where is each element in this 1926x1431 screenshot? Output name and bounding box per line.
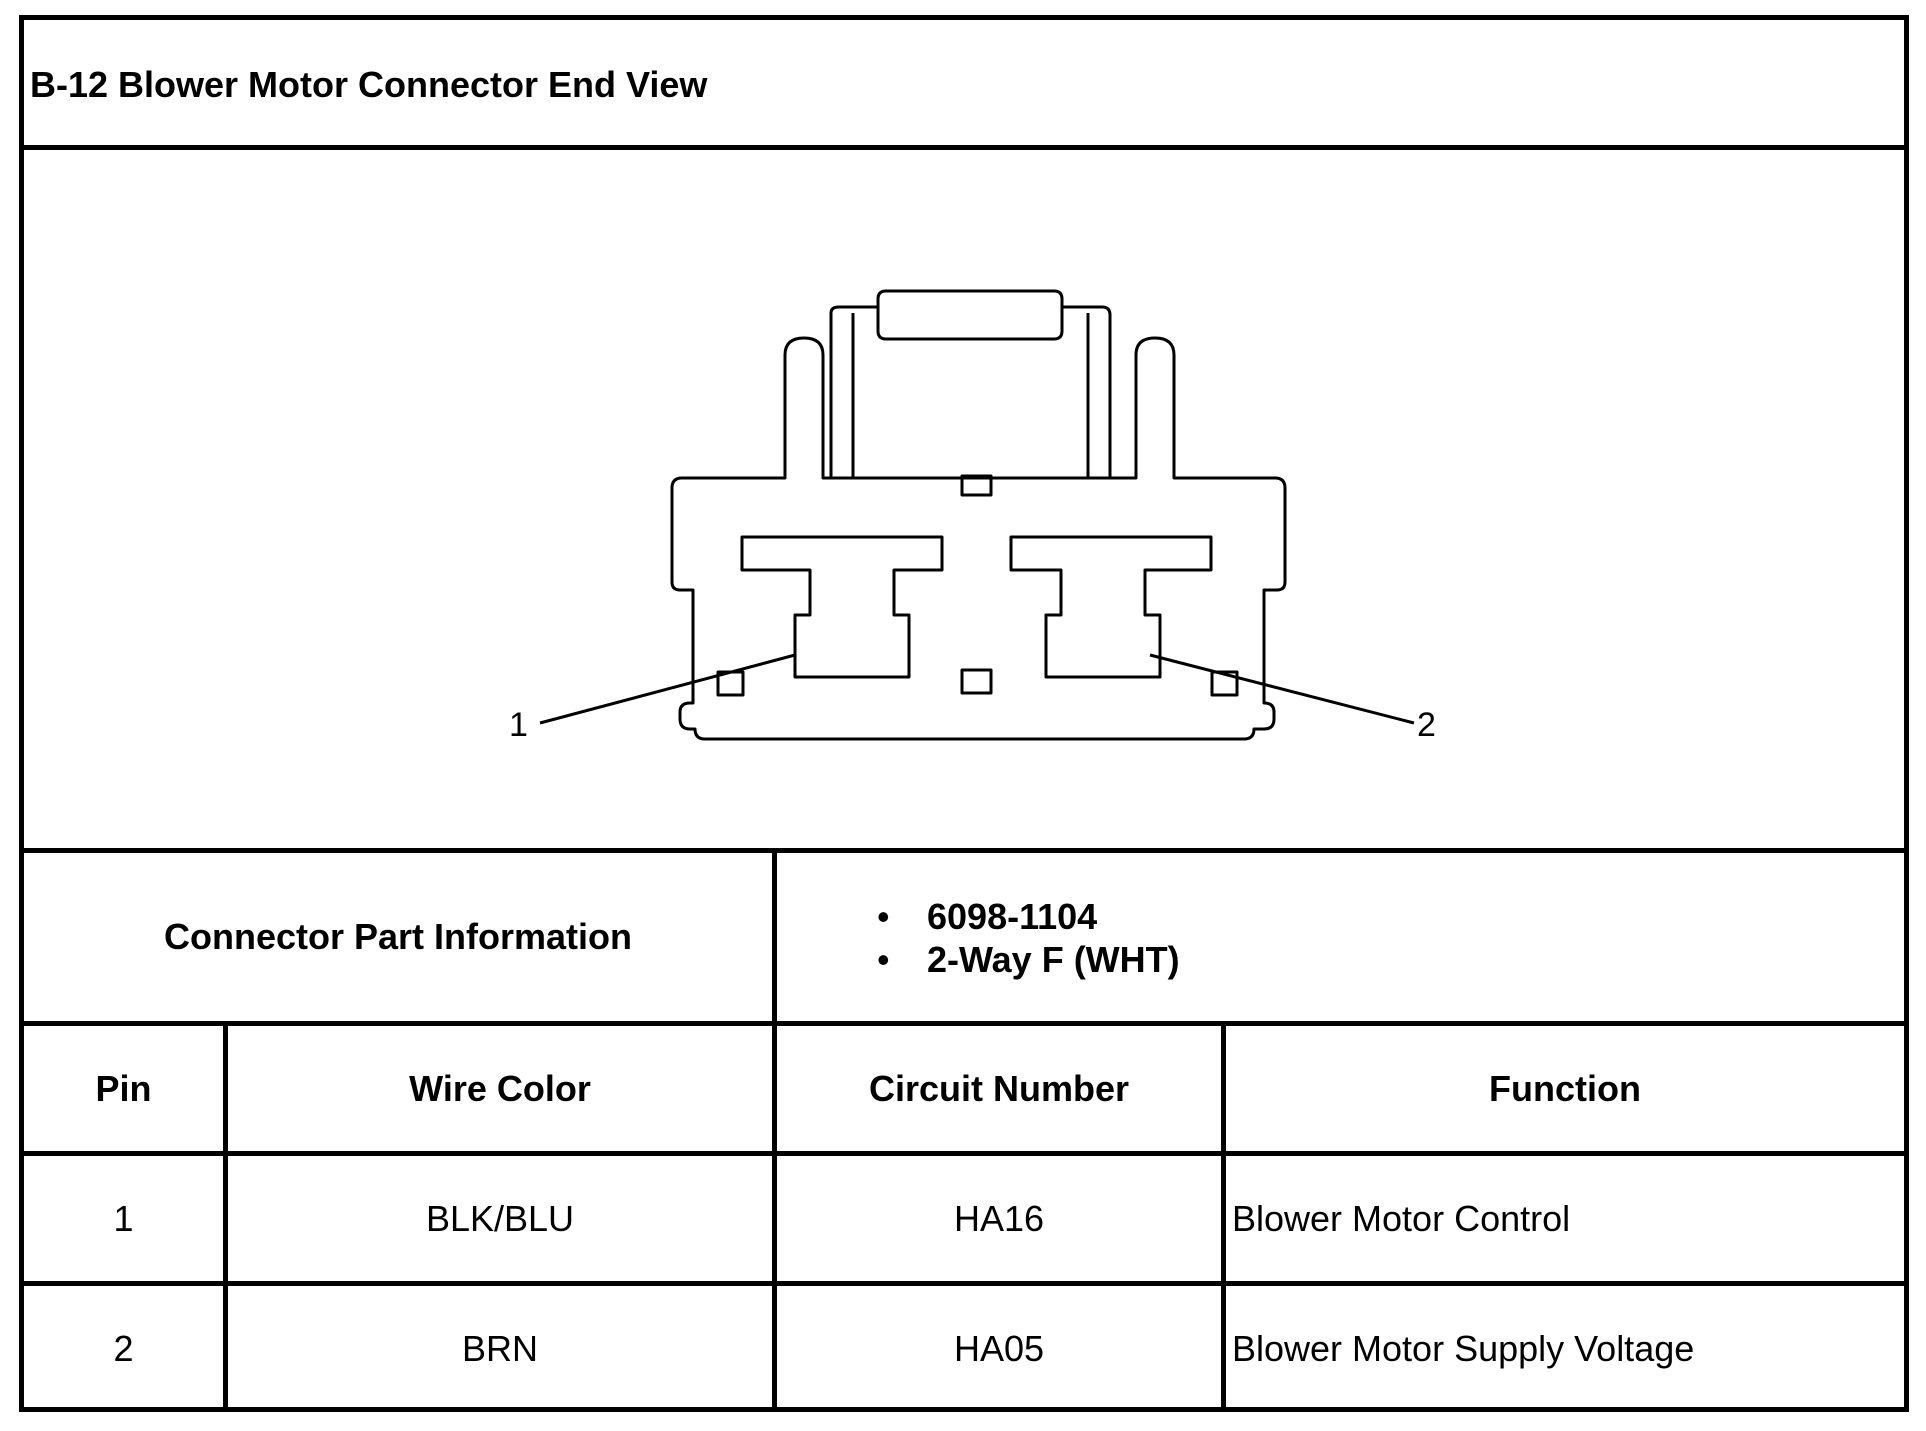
connector-part-info-label: Connector Part Information (163, 916, 633, 957)
leader-line-1 (539, 653, 796, 725)
bullet-icon: • (877, 939, 890, 980)
cell-function: Blower Motor Control (1232, 1197, 1571, 1239)
connector-housing (670, 336, 1287, 741)
cell-circuit-number: HA05 (777, 1286, 1226, 1412)
connector-type-text: 2-Way F (WHT) (927, 939, 1180, 980)
table-row: 1 BLK/BLU HA16 Blower Motor Control (24, 1156, 1904, 1286)
terminal-cavity-1 (740, 535, 944, 679)
cell-wire-color: BRN (228, 1286, 777, 1412)
connector-part-number: • 6098-1104 (877, 895, 1180, 938)
bullet-icon: • (877, 896, 890, 937)
header-wire-color: Wire Color (228, 1026, 777, 1151)
connector-part-info-values: • 6098-1104 • 2-Way F (WHT) (777, 853, 1904, 1021)
polarization-window-top (960, 474, 993, 497)
pin-label-2: 2 (1417, 706, 1436, 744)
header-pin: Pin (24, 1026, 228, 1151)
pinout-table: Pin Wire Color Circuit Number Function 1… (24, 1026, 1904, 1412)
cell-circuit-number: HA16 (777, 1156, 1226, 1281)
side-window-right (1210, 670, 1239, 697)
connector-type: • 2-Way F (WHT) (877, 938, 1180, 981)
cell-pin: 2 (24, 1286, 228, 1412)
page-title: B-12 Blower Motor Connector End View (30, 64, 708, 105)
cell-pin: 1 (24, 1156, 228, 1281)
connector-part-info-label-cell: Connector Part Information (24, 853, 777, 1021)
header-circuit-number: Circuit Number (777, 1026, 1226, 1151)
title-row: B-12 Blower Motor Connector End View (24, 20, 1904, 150)
connector-part-info-row: Connector Part Information • 6098-1104 •… (24, 853, 1904, 1026)
connector-latch (829, 289, 1112, 478)
connector-drawing: 1 2 (509, 289, 1436, 744)
cell-wire-color: BLK/BLU (228, 1156, 777, 1281)
table-header-row: Pin Wire Color Circuit Number Function (24, 1026, 1904, 1156)
polarization-window-bottom (960, 668, 993, 695)
cell-function: Blower Motor Supply Voltage (1232, 1328, 1695, 1369)
leader-line-2 (1149, 653, 1415, 725)
terminal-cavity-2 (1009, 535, 1213, 679)
connector-part-number-text: 6098-1104 (927, 896, 1098, 937)
connector-end-view-sheet: B-12 Blower Motor Connector End View (19, 15, 1909, 1412)
header-function: Function (1489, 1067, 1641, 1109)
pin-label-1: 1 (509, 706, 528, 744)
connector-diagram: 1 2 (24, 150, 1904, 853)
table-row: 2 BRN HA05 Blower Motor Supply Voltage (24, 1286, 1904, 1412)
connector-part-list: • 6098-1104 • 2-Way F (WHT) (877, 895, 1180, 981)
